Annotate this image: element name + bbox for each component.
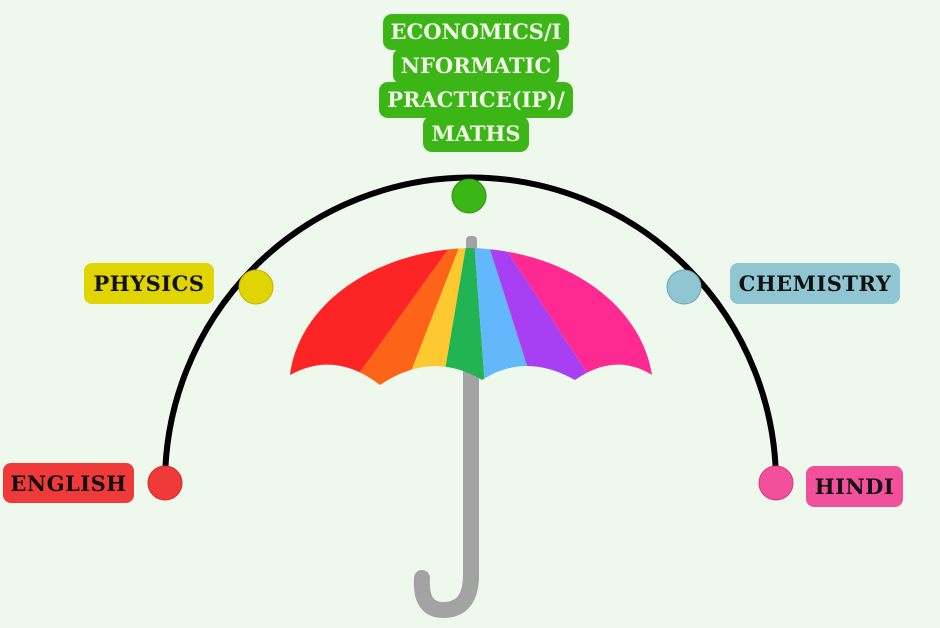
chemistry-label: CHEMISTRY	[730, 263, 900, 304]
physics-node	[238, 269, 274, 305]
arc-connector	[162, 174, 779, 484]
chemistry-node	[666, 269, 702, 305]
english-label: ENGLISH	[3, 463, 134, 503]
physics-label: PHYSICS	[84, 263, 214, 304]
english-node	[147, 465, 183, 501]
label-line: ECONOMICS/I	[382, 14, 570, 50]
hindi-label: HINDI	[806, 466, 903, 507]
umbrella-canopy	[290, 248, 652, 385]
label-line: PRACTICE(IP)/	[379, 82, 573, 118]
economics-ip-maths-label: ECONOMICS/I NFORMATIC PRACTICE(IP)/ MATH…	[366, 14, 586, 152]
top-node	[451, 178, 487, 214]
label-line: MATHS	[423, 116, 529, 152]
hindi-node	[758, 465, 794, 501]
label-line: NFORMATIC	[392, 48, 560, 84]
